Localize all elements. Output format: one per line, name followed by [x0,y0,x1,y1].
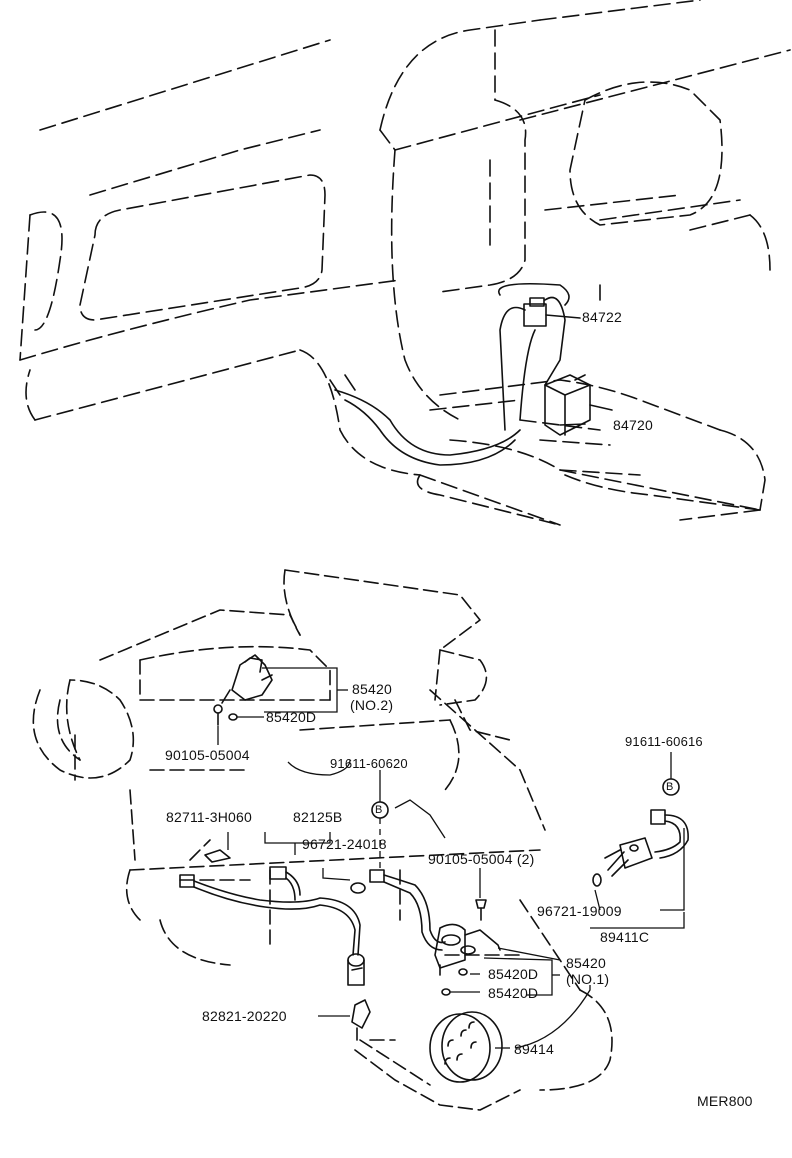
label-82125B: 82125B [293,809,343,825]
label-90105-top: 90105-05004 [165,747,250,763]
label-84722: 84722 [582,309,622,325]
label-85420D-low2: 85420D [488,985,539,1001]
label-91611-60620: 91611-60620 [330,756,408,771]
vehicle-body-outline [19,0,791,526]
bolt-90105-mid [475,899,487,921]
label-82711-3H060: 82711-3H060 [166,809,253,825]
label-96721-24018: 96721-24018 [302,836,387,852]
label-85420-top-note: (NO.2) [350,697,394,713]
label-85420D-low1: 85420D [488,966,539,982]
engine-outline [32,569,613,1111]
label-89411C: 89411C [600,929,650,945]
label-84720: 84720 [613,417,653,433]
label-89414: 89414 [514,1041,554,1057]
label-82821-20220: 82821-20220 [202,1008,287,1024]
timing-rotor-89414 [429,1011,503,1083]
harness-center [369,869,501,976]
sensor-85420-no2 [213,654,273,726]
relay-84720 [544,374,613,436]
label-91611-60616: 91611-60616 [625,734,703,749]
label-90105-mid: 90105-05004 (2) [428,851,535,867]
label-85420-low-note: (NO.1) [566,971,610,987]
relay-84722 [523,297,581,327]
leader-lines [217,667,685,1049]
label-85420-low: 85420 [566,955,606,971]
diagram-code: MER800 [697,1093,753,1109]
relay-harness [329,282,570,466]
label-85420-top: 85420 [352,681,392,697]
marker-b-60616-text: B [666,781,674,793]
marker-b-60620-text: B [375,804,383,816]
clip-96721-24018 [350,882,366,894]
sensor-89411C [592,809,689,887]
label-85420D-top: 85420D [266,709,317,725]
label-96721-19009: 96721-19009 [537,903,622,919]
harness-left [179,849,371,1041]
o-rings-85420D [441,968,468,996]
